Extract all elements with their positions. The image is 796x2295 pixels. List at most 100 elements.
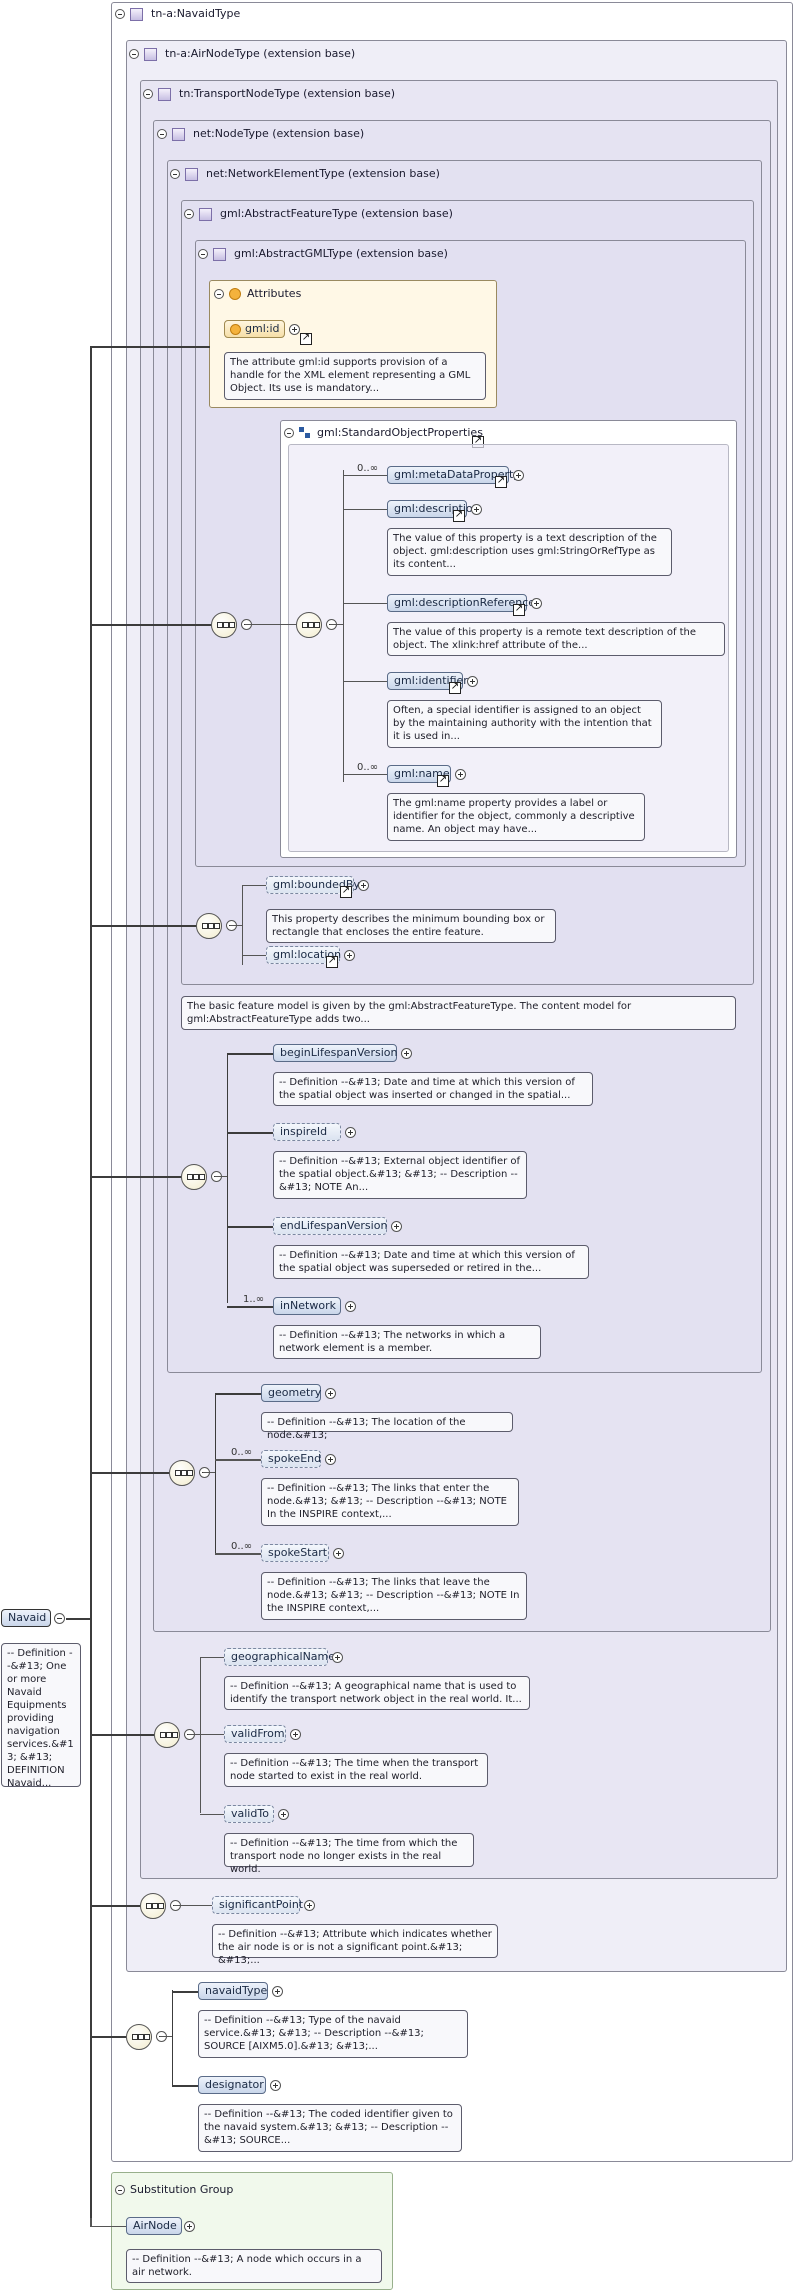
reference-arrow-icon[interactable] [300, 331, 312, 345]
substitution-element-doc: -- Definition --&#13; A node which occur… [126, 2249, 382, 2283]
collapse-toggle-icon[interactable] [170, 169, 180, 179]
element-node[interactable]: gml:location [266, 946, 341, 964]
element-node[interactable]: validTo [224, 1805, 274, 1823]
expand-icon[interactable] [345, 1127, 356, 1138]
reference-arrow-icon[interactable] [495, 474, 507, 488]
collapse-toggle-icon[interactable] [143, 89, 153, 99]
reference-arrow-icon[interactable] [453, 508, 465, 522]
reference-arrow-icon[interactable] [437, 773, 449, 787]
expand-icon[interactable] [344, 950, 355, 961]
transport-node-type-header[interactable]: tn:TransportNodeType (extension base) [143, 86, 395, 102]
expand-icon[interactable] [270, 2080, 281, 2091]
element-node[interactable]: designator [198, 2076, 266, 2094]
element-node[interactable]: navaidType [198, 1982, 268, 2000]
expand-icon[interactable] [325, 1454, 336, 1465]
expand-icon[interactable] [471, 504, 482, 515]
element-node[interactable]: spokeStart [261, 1544, 329, 1562]
navaid-type-header[interactable]: tn-a:NavaidType [115, 6, 240, 22]
reference-arrow-icon[interactable] [340, 884, 352, 898]
connector-line [172, 1991, 198, 1993]
sequence-compositor-icon[interactable] [196, 913, 222, 939]
expand-icon[interactable] [333, 1548, 344, 1559]
element-doc: -- Definition --&#13; The networks in wh… [273, 1325, 541, 1359]
element-doc: -- Definition --&#13; The coded identifi… [198, 2104, 462, 2152]
expand-icon[interactable] [467, 676, 478, 687]
element-node[interactable]: gml:boundedBy [266, 876, 360, 894]
sequence-compositor-icon[interactable] [181, 1164, 207, 1190]
expand-icon[interactable] [455, 769, 466, 780]
element-node[interactable]: geographicalName [224, 1648, 335, 1666]
collapse-toggle-icon[interactable] [284, 428, 294, 438]
element-node[interactable]: spokeEnd [261, 1450, 321, 1468]
substitution-element-airnode[interactable]: AirNode [126, 2217, 182, 2235]
air-node-type-header[interactable]: tn-a:AirNodeType (extension base) [129, 46, 355, 62]
root-element-navaid[interactable]: Navaid [1, 1609, 51, 1627]
sequence-compositor-icon[interactable] [296, 612, 322, 638]
abstract-gml-type-header[interactable]: gml:AbstractGMLType (extension base) [198, 246, 448, 262]
collapse-icon[interactable] [54, 1613, 65, 1624]
standard-object-properties-header[interactable]: gml:StandardObjectProperties [284, 425, 483, 441]
collapse-toggle-icon[interactable] [184, 209, 194, 219]
expand-icon[interactable] [358, 880, 369, 891]
expand-icon[interactable] [391, 1221, 402, 1232]
expand-icon[interactable] [290, 1729, 301, 1740]
collapse-toggle-icon[interactable] [198, 249, 208, 259]
expand-icon[interactable] [325, 1388, 336, 1399]
sequence-compositor-icon[interactable] [126, 2024, 152, 2050]
type-name: tn-a:NavaidType [151, 7, 241, 20]
connector-line [227, 1226, 273, 1228]
attribute-gml-id[interactable]: gml:id [224, 320, 285, 338]
element-node[interactable]: beginLifespanVersion [273, 1044, 397, 1062]
expand-icon[interactable] [278, 1809, 289, 1820]
expand-icon[interactable] [345, 1301, 356, 1312]
expand-icon[interactable] [289, 324, 300, 335]
sequence-compositor-icon[interactable] [211, 612, 237, 638]
element-node[interactable]: significantPoint [212, 1896, 303, 1914]
collapse-toggle-icon[interactable] [129, 49, 139, 59]
expand-icon[interactable] [332, 1652, 343, 1663]
collapse-toggle-icon[interactable] [157, 129, 167, 139]
sequence-node-icon [302, 622, 308, 628]
connector-line [242, 885, 266, 886]
abstract-feature-type-header[interactable]: gml:AbstractFeatureType (extension base) [184, 206, 453, 222]
element-node[interactable]: inNetwork [273, 1297, 341, 1315]
connector-line [90, 2226, 126, 2227]
network-element-type-header[interactable]: net:NetworkElementType (extension base) [170, 166, 440, 182]
element-node[interactable]: gml:descriptionReference [387, 594, 535, 612]
reference-arrow-icon[interactable] [513, 602, 525, 616]
expand-icon[interactable] [513, 470, 524, 481]
sequence-compositor-icon[interactable] [140, 1893, 166, 1919]
reference-arrow-icon[interactable] [449, 680, 461, 694]
collapse-toggle-icon[interactable] [115, 2185, 125, 2195]
expand-icon[interactable] [272, 1986, 283, 1997]
collapse-toggle-icon[interactable] [115, 9, 125, 19]
element-doc: -- Definition --&#13; The time when the … [224, 1753, 488, 1787]
attributes-header[interactable]: Attributes [214, 286, 301, 302]
element-node[interactable]: gml:metaDataProperty [387, 466, 520, 484]
collapse-toggle-icon[interactable] [214, 289, 224, 299]
substitution-group-header[interactable]: Substitution Group [115, 2182, 233, 2198]
element-doc: -- Definition --&#13; Attribute which in… [212, 1924, 498, 1966]
sequence-node-icon [187, 1470, 193, 1476]
expand-icon[interactable] [531, 598, 542, 609]
expand-icon[interactable] [401, 1048, 412, 1059]
connector-line [92, 1472, 169, 1474]
sequence-node-icon [172, 1732, 178, 1738]
element-node[interactable]: inspireId [273, 1123, 341, 1141]
element-node[interactable]: endLifespanVersion [273, 1217, 387, 1235]
connector-line [200, 1657, 201, 1813]
complex-type-icon [130, 7, 143, 21]
connector-line [227, 1306, 273, 1308]
element-node[interactable]: gml:name [387, 765, 451, 783]
element-node[interactable]: geometry [261, 1384, 321, 1402]
sequence-compositor-icon[interactable] [169, 1460, 195, 1486]
node-type-header[interactable]: net:NodeType (extension base) [157, 126, 364, 142]
sequence-node-icon [193, 1174, 199, 1180]
connector-line [160, 2036, 172, 2037]
element-node[interactable]: validFrom [224, 1725, 286, 1743]
element-doc: Often, a special identifier is assigned … [387, 700, 662, 748]
sequence-compositor-icon[interactable] [154, 1722, 180, 1748]
reference-arrow-icon[interactable] [326, 954, 338, 968]
expand-icon[interactable] [304, 1900, 315, 1911]
expand-icon[interactable] [184, 2221, 195, 2232]
